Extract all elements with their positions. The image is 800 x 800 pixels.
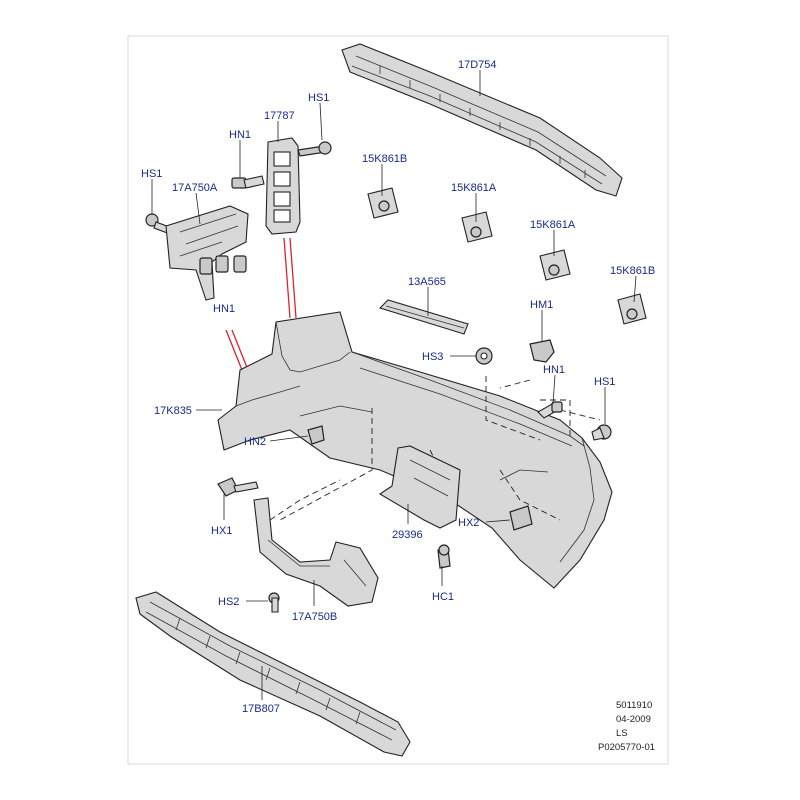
- label-hs1-left: HS1: [141, 168, 162, 180]
- fastener-hs3: [475, 347, 493, 365]
- label-17B807: 17B807: [242, 703, 280, 715]
- label-17D754: 17D754: [458, 59, 497, 71]
- clip-15K861A-mid: [461, 211, 493, 243]
- label-hn1-top: HN1: [229, 129, 251, 141]
- bracket-17A750B: [253, 497, 379, 607]
- footer-ref: P0205770-01: [598, 742, 655, 753]
- label-17A750B: 17A750B: [292, 611, 337, 623]
- label-17787: 17787: [264, 110, 295, 122]
- label-15K861B-right: 15K861B: [610, 265, 655, 277]
- reflector-13A565: [378, 299, 469, 335]
- bracket-17A750A: [165, 205, 249, 301]
- label-17K835: 17K835: [154, 405, 192, 417]
- label-hn1-right: HN1: [543, 364, 565, 376]
- bracket-29396: [378, 445, 461, 529]
- red-leaders: [225, 237, 297, 371]
- label-15K861A-right: 15K861A: [530, 219, 576, 231]
- clip-15K861B-right: [617, 293, 647, 325]
- fastener-hx1: [217, 477, 259, 497]
- fastener-hm1: [529, 339, 555, 363]
- label-13A565: 13A565: [408, 276, 446, 288]
- bracket-17787: [265, 137, 301, 235]
- fastener-hn2: [307, 425, 325, 445]
- footer-date: 04-2009: [616, 714, 651, 725]
- clip-15K861A-right: [539, 249, 571, 281]
- footer-block: 5011910 04-2009 LS P0205770-01: [598, 700, 655, 753]
- screw-hs2: [268, 592, 280, 613]
- screw-hs1-right: [591, 424, 612, 441]
- dashed-lines: [269, 376, 601, 521]
- part-labels: 17D754 17787 HS1 HN1 HS1 17A750A 15K861B…: [141, 59, 655, 715]
- bolt-hn1-right: [537, 401, 563, 419]
- label-hx1: HX1: [211, 525, 232, 537]
- label-17A750A: 17A750A: [172, 182, 218, 194]
- fastener-hc1: [437, 544, 451, 569]
- label-29396: 29396: [392, 529, 423, 541]
- diagram-frame: [127, 35, 669, 765]
- label-hs2: HS2: [218, 596, 239, 608]
- screw-hs1-top: [297, 141, 332, 157]
- label-hs3: HS3: [422, 351, 443, 363]
- label-hx2: HX2: [458, 517, 479, 529]
- label-hs1-right: HS1: [594, 376, 615, 388]
- absorber-17B807: [135, 591, 411, 757]
- label-hm1: HM1: [530, 299, 553, 311]
- label-15K861A-mid: 15K861A: [451, 182, 497, 194]
- leader-lines: [151, 70, 637, 700]
- label-hs1-top: HS1: [308, 92, 329, 104]
- bolt-hn1-top: [231, 175, 265, 189]
- trim-strip-17D754: [341, 43, 623, 197]
- label-hn2: HN2: [244, 436, 266, 448]
- label-hn1-mid: HN1: [213, 303, 235, 315]
- clip-15K861B-left: [367, 187, 399, 219]
- footer-region: LS: [616, 728, 628, 739]
- label-15K861B-left: 15K861B: [362, 153, 407, 165]
- fastener-hx2: [509, 505, 533, 531]
- label-hc1: HC1: [432, 591, 454, 603]
- footer-code: 5011910: [616, 700, 652, 711]
